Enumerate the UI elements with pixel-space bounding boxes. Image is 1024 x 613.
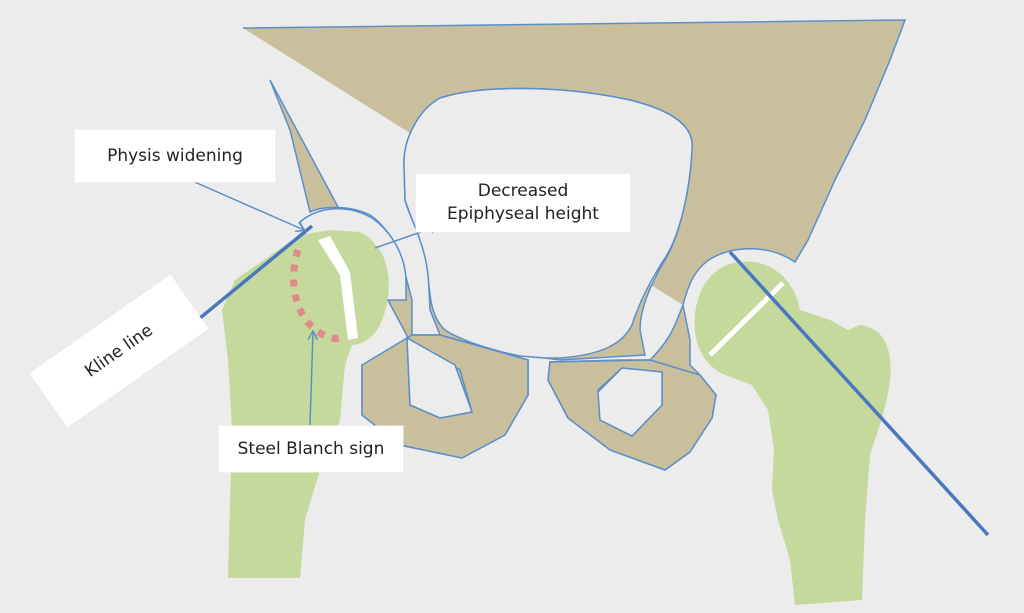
steel-blanch-text: Steel Blanch sign [237,438,385,459]
physis-widening-arrow [189,179,304,230]
steel-blanch-label: Steel Blanch sign [219,426,403,472]
decreased-height-label: Decreased Epiphyseal height [416,174,630,232]
decreased-height-text-2: Epiphyseal height [447,204,599,224]
right-obturator-hole [597,367,663,437]
left-physis [318,236,358,340]
right-femur [694,261,891,605]
physis-widening-text: Physis widening [107,145,243,166]
steel-blanch-dots [290,248,341,342]
kline-text: Kline line [81,320,157,382]
decreased-height-text-1: Decreased [477,181,569,202]
left-obturator-hole [406,336,474,419]
steel-blanch-arrow [310,332,313,426]
physis-widening-label: Physis widening [75,130,275,182]
right-kline-line [728,250,990,537]
